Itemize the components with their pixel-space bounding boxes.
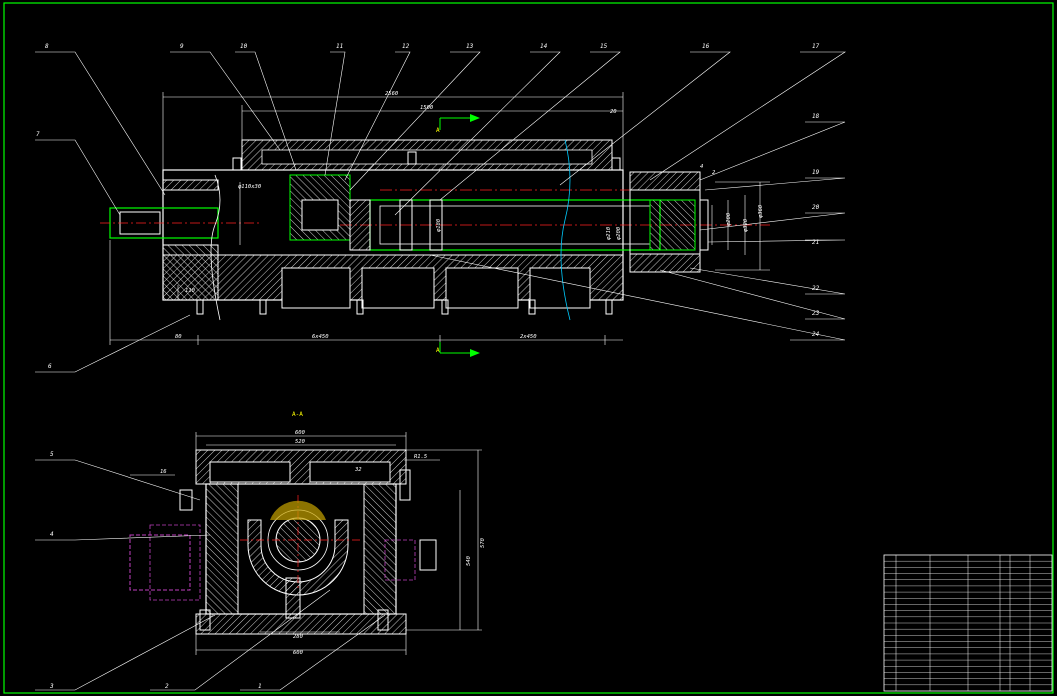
balloon-2: 2: [165, 683, 169, 690]
balloon-18: 18: [812, 113, 820, 120]
balloon-13: 13: [466, 43, 474, 50]
dim-r: R1.5: [414, 454, 427, 460]
section-arrow-bottom: A: [436, 342, 480, 357]
dim-note-20: 20: [610, 109, 617, 115]
balloon-6: 6: [48, 363, 52, 370]
balloon-21: 21: [812, 239, 819, 246]
dim-ret-d: 2: [712, 170, 716, 176]
section-arrow-top: A: [436, 114, 480, 134]
section-title: A-A: [292, 411, 303, 418]
balloon-10: 10: [240, 43, 248, 50]
dim-left-step: 80: [175, 334, 182, 340]
balloon-17: 17: [812, 43, 820, 50]
dim-bore-c: φ200: [616, 226, 622, 240]
balloon-1: 1: [258, 683, 262, 690]
leaders-section: [35, 459, 386, 691]
dim-h2: 570: [480, 537, 486, 548]
dim-r2: φ320: [743, 218, 749, 232]
balloon-20: 20: [812, 204, 820, 211]
dim-right-span: 2x450: [520, 334, 537, 340]
balloon-16: 16: [702, 43, 710, 50]
balloon-9: 9: [180, 43, 184, 50]
dim-h1: 540: [466, 555, 472, 566]
section-view: A-A: [35, 411, 486, 691]
balloon-7: 7: [36, 131, 40, 138]
leaders-main: [35, 51, 847, 373]
dimensions-section: [130, 432, 482, 655]
dim-body-h: 110: [185, 288, 196, 294]
dim-side: 16: [160, 469, 167, 475]
dim-top-w: 600: [295, 430, 306, 436]
dim-base: 280: [293, 634, 304, 640]
dim-inner-w: 520: [295, 439, 306, 445]
dim-bore-a: φ180: [436, 218, 442, 232]
svg-text:A: A: [436, 347, 440, 354]
balloon-3: 3: [49, 683, 54, 690]
main-view: 2560 1500 φ110x30 110 80 6x450 2x450 20 …: [35, 43, 847, 373]
dim-r1: φ200: [726, 212, 732, 226]
bom-table: [883, 554, 1053, 692]
balloon-19: 19: [812, 169, 820, 176]
dimensions-main: [109, 92, 770, 345]
balloon-8: 8: [45, 43, 49, 50]
balloon-12: 12: [402, 43, 410, 50]
dim-overall: 2560: [385, 91, 399, 97]
dim-bore-b: φ210: [606, 226, 612, 240]
balloon-5: 5: [50, 451, 54, 458]
drawing-border: [3, 2, 1054, 694]
balloon-22: 22: [812, 285, 820, 292]
base-bolts: [196, 299, 613, 315]
balloon-23: 23: [812, 310, 820, 317]
dim-r3: φ360: [758, 204, 764, 218]
balloon-15: 15: [600, 43, 608, 50]
balloon-4: 4: [50, 531, 54, 538]
balloon-14: 14: [540, 43, 548, 50]
balloon-24: 24: [812, 331, 820, 338]
dim-ret-num: 4: [700, 164, 703, 170]
dim-mid-span: 6x450: [312, 334, 329, 340]
dim-bottom-w: 600: [293, 650, 304, 656]
balloon-11: 11: [336, 43, 343, 50]
dim-gap: 32: [354, 467, 362, 473]
svg-text:A: A: [436, 127, 440, 134]
dim-shaft: φ110x30: [238, 184, 262, 190]
motor-hidden: [129, 534, 191, 591]
